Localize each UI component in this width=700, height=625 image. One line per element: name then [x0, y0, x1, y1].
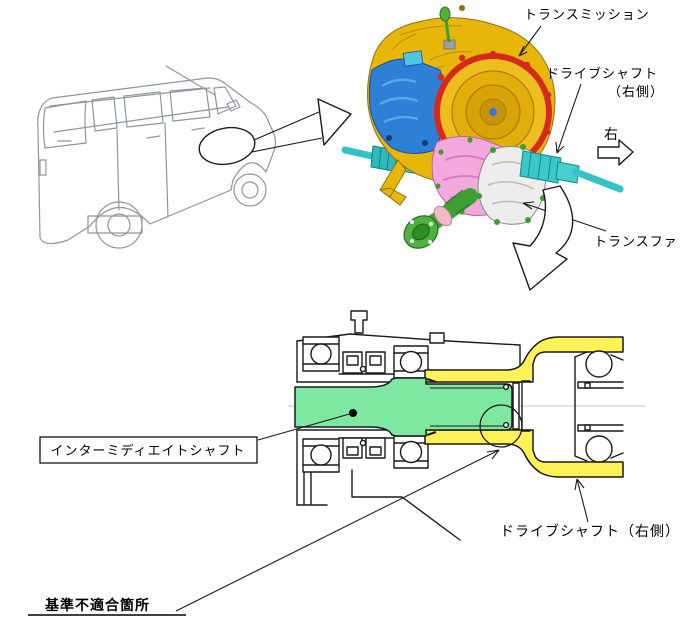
car-door-handles [146, 127, 205, 139]
leader-transmission [518, 25, 542, 57]
intermediate-shaft-green [294, 377, 513, 437]
needle-bearings [342, 351, 386, 459]
bearing-top-right [393, 345, 429, 379]
leader-intermediate-shaft [257, 412, 354, 441]
label-direction-right: 右 [604, 126, 619, 142]
car-rear-lamp [39, 159, 47, 176]
drive-shaft-section-yellow [424, 336, 624, 478]
highlight-ellipse [198, 126, 256, 166]
shift-lever [439, 5, 465, 50]
car-window-1 [91, 96, 118, 132]
leader-drive-shaft-right [555, 83, 582, 154]
car-rear-wheel [95, 201, 143, 249]
car-illustration [37, 65, 277, 249]
car-window-3 [169, 87, 211, 122]
car-window-2 [123, 91, 164, 128]
label-drive-shaft-line2: （右側） [608, 84, 664, 99]
assembly-annotations: トランスミッション ドライブシャフト （右側） 右 トランスファ [512, 7, 678, 291]
label-transmission: トランスミッション [524, 7, 650, 22]
car-rear-window [42, 100, 87, 149]
car-quarter-glass [213, 86, 237, 115]
label-intermediate-shaft: インターミディエイトシャフト [50, 443, 245, 458]
case-blue-section [368, 50, 448, 154]
joint-washer [512, 380, 531, 432]
curved-arrow-icon [512, 185, 574, 291]
zoom-arrow-icon [251, 98, 352, 153]
right-block-arrow-icon [597, 139, 634, 166]
intermediate-shaft-label-box [39, 436, 258, 464]
section-annotations: インターミディエイトシャフト ドライブシャフト（右側） 基準不適合箇所 [28, 409, 680, 616]
car-beltline [53, 106, 229, 133]
label-transfer: トランスファ [594, 234, 678, 249]
cross-section-drawing [288, 310, 645, 541]
bearing-bottom-right [393, 435, 429, 469]
transfer-output-green [403, 188, 478, 249]
case-ribs [391, 25, 473, 131]
housing-outline [296, 310, 521, 541]
car-rear-wheel-hub [107, 213, 131, 237]
label-noncompliance: 基準不適合箇所 [45, 597, 150, 613]
car-front-wheel [233, 173, 267, 207]
bearing-bottom-left [302, 438, 340, 473]
car-door-lines [116, 122, 169, 218]
label-drive-shaft-line1: ドライブシャフト [546, 66, 658, 81]
car-front-wheel-hub [241, 181, 259, 199]
leader-drive-shaft-section [574, 478, 589, 523]
cv-joint-internals [574, 350, 624, 463]
label-drive-shaft-right-section: ドライブシャフト（右側） [500, 523, 680, 539]
defect-highlight-circle [479, 404, 523, 448]
spline-lines [430, 387, 504, 427]
snap-ring-top [502, 383, 510, 391]
drive-shaft-right-3d [519, 150, 624, 193]
snap-ring-bottom [502, 421, 510, 429]
leader-noncompliance [175, 449, 500, 612]
bearing-top-left [302, 336, 340, 372]
mount-bracket [378, 159, 407, 206]
transmission-assembly-illustration [341, 5, 624, 249]
car-side-mirror [226, 99, 241, 112]
